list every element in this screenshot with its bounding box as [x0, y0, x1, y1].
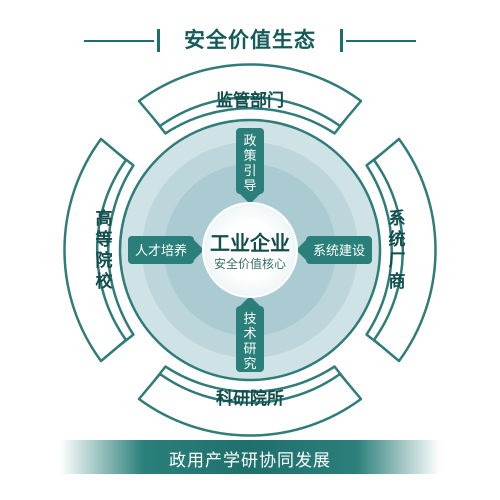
tab-label-bottom-char: 技 — [243, 312, 256, 327]
tab-top — [236, 128, 264, 204]
center-circle — [202, 202, 298, 298]
outer-label-left-char: 校 — [96, 271, 114, 292]
tab-label-bottom-char: 研 — [243, 342, 256, 357]
outer-label-left-char: 高 — [96, 208, 113, 229]
outer-band-left — [63, 137, 128, 363]
tab-left — [128, 236, 204, 264]
center-title: 工业企业 — [210, 231, 290, 255]
footer-banner: 政用产学研协同发展 — [60, 440, 440, 474]
tab-right — [296, 236, 372, 264]
outer-label-right-char: 系 — [389, 209, 406, 229]
outer-label-left-char: 院 — [96, 250, 113, 271]
outer-ring — [63, 63, 437, 437]
outer-label-right-char: 商 — [389, 271, 406, 292]
tab-label-bottom-char: 术 — [243, 327, 256, 342]
page-title: 安全价值生态 — [184, 28, 316, 52]
tab-label-top-char: 引 — [243, 164, 256, 179]
outer-label-left-char: 等 — [96, 229, 113, 250]
outer-label-bottom: 科研院所 — [216, 388, 284, 409]
title-bar-left — [157, 29, 160, 52]
title-rule-left — [84, 40, 154, 42]
center-subtitle: 安全价值核心 — [214, 256, 286, 271]
outer-label-top: 监管部门 — [216, 90, 284, 111]
outer-band-bottom — [137, 372, 363, 437]
title-rule-right — [346, 40, 416, 42]
tab-label-top-char: 策 — [243, 148, 256, 164]
outer-label-right-char: 统 — [389, 229, 406, 250]
tab-label-left: 人才培养 — [135, 243, 187, 259]
outer-band-top — [137, 63, 363, 128]
tab-label-right: 系统建设 — [313, 244, 365, 259]
tab-label-top-char: 政 — [243, 134, 256, 149]
footer-text: 政用产学研协同发展 — [169, 451, 331, 471]
outer-band-right — [372, 137, 437, 363]
title-bar-right — [340, 29, 343, 52]
tab-label-top-char: 导 — [243, 179, 256, 194]
tab-bottom — [236, 296, 264, 372]
tab-label-bottom-char: 究 — [243, 357, 256, 372]
outer-label-right-char: 厂 — [389, 251, 406, 271]
